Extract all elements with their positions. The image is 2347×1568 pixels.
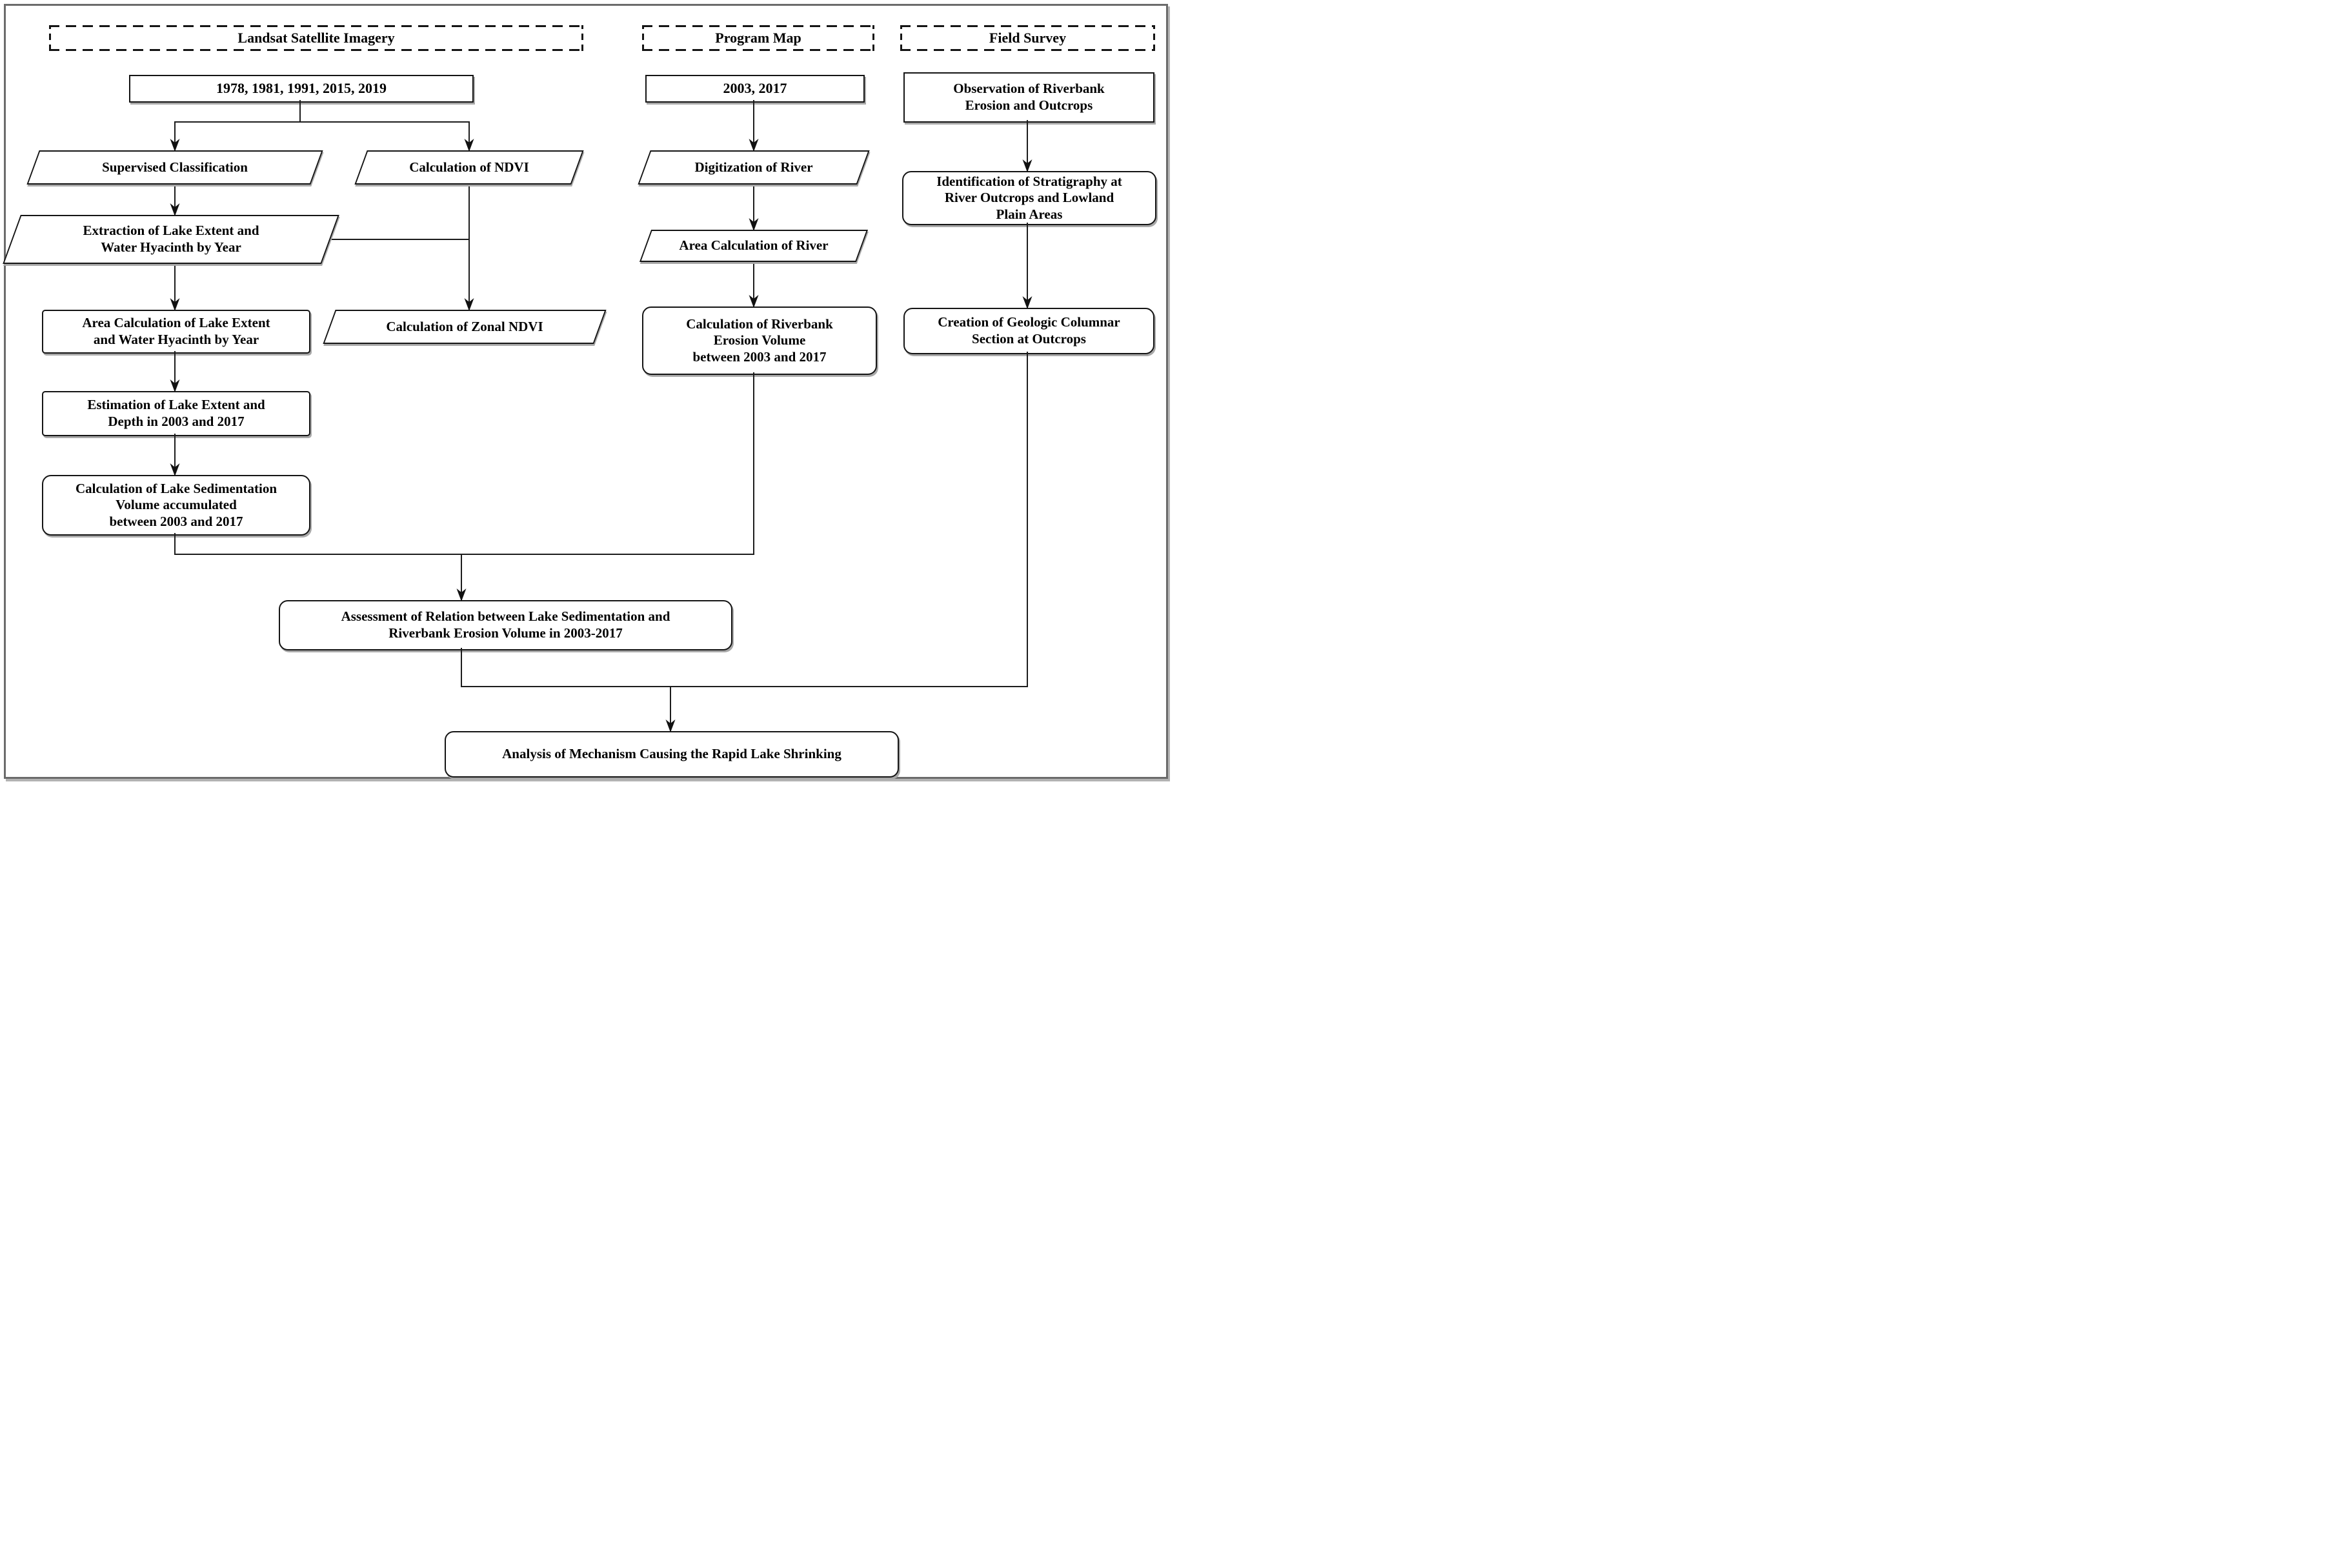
connector-years-branch (174, 121, 469, 123)
group-header-program-map: Program Map (642, 25, 874, 51)
node-label: 2003, 2017 (723, 80, 787, 97)
node-label: Extraction of Lake Extent and Water Hyac… (83, 223, 259, 255)
arrowhead-icon (170, 203, 180, 216)
connector-riverbank-down (753, 372, 754, 554)
arrowhead-icon (665, 719, 676, 732)
node-label: Area Calculation of River (679, 237, 829, 254)
arrow-into-ndvi (464, 121, 474, 152)
node-label: Observation of Riverbank Erosion and Out… (953, 81, 1105, 113)
arrowhead-icon (170, 463, 180, 476)
arrow-extraction-to-area-calculation (170, 264, 180, 311)
node-digitization-of-river: Digitization of River (638, 150, 870, 185)
node-extraction-lake-extent: Extraction of Lake Extent and Water Hyac… (3, 215, 339, 264)
node-analysis-mechanism: Analysis of Mechanism Causing the Rapid … (445, 731, 899, 778)
node-assessment-relation: Assessment of Relation between Lake Sedi… (279, 600, 732, 650)
arrowhead-icon (456, 588, 467, 601)
arrow-supervised-to-extraction (170, 185, 180, 216)
arrowhead-icon (170, 298, 180, 311)
connector-assessment-down (461, 648, 462, 687)
node-label: 1978, 1981, 1991, 2015, 2019 (216, 80, 387, 97)
header-label: Landsat Satellite Imagery (237, 30, 395, 46)
arrow-ndvi-to-zonal-ndvi (464, 185, 474, 311)
flowchart-canvas: Landsat Satellite Imagery Program Map Fi… (0, 0, 1173, 784)
node-landsat-years: 1978, 1981, 1991, 2015, 2019 (129, 75, 474, 103)
connector-creation-down (1027, 352, 1028, 687)
node-riverbank-erosion-volume: Calculation of Riverbank Erosion Volume … (642, 307, 877, 375)
node-calculation-of-ndvi: Calculation of NDVI (354, 150, 584, 185)
arrow-area-river-to-riverbank (749, 262, 759, 308)
node-lake-sedimentation-volume: Calculation of Lake Sedimentation Volume… (42, 475, 310, 536)
node-area-calculation-lake: Area Calculation of Lake Extent and Wate… (42, 310, 310, 354)
node-label: Calculation of Zonal NDVI (386, 318, 543, 334)
node-area-calculation-of-river: Area Calculation of River (639, 230, 869, 262)
node-calculation-zonal-ndvi: Calculation of Zonal NDVI (323, 310, 607, 344)
node-label: Analysis of Mechanism Causing the Rapid … (502, 746, 841, 762)
node-identification-stratigraphy: Identification of Stratigraphy at River … (902, 171, 1156, 225)
arrow-into-analysis (665, 687, 676, 732)
header-label: Field Survey (989, 30, 1067, 46)
group-header-field-survey: Field Survey (900, 25, 1155, 51)
arrow-into-assessment (456, 555, 467, 601)
node-label: Calculation of Riverbank Erosion Volume … (686, 316, 833, 365)
arrowhead-icon (749, 218, 759, 231)
node-label: Area Calculation of Lake Extent and Wate… (82, 315, 270, 347)
node-label: Estimation of Lake Extent and Depth in 2… (87, 397, 265, 429)
node-label: Assessment of Relation between Lake Sedi… (341, 608, 670, 641)
node-label: Calculation of Lake Sedimentation Volume… (75, 480, 277, 529)
arrow-digitization-to-area-river (749, 185, 759, 231)
arrowhead-icon (464, 298, 474, 311)
node-estimation-lake-extent-depth: Estimation of Lake Extent and Depth in 2… (42, 391, 310, 436)
arrowhead-icon (749, 139, 759, 152)
connector-extraction-to-ndvi-line (330, 239, 469, 240)
arrow-identification-to-creation (1022, 223, 1032, 309)
node-label: Digitization of River (694, 159, 813, 175)
node-supervised-classification: Supervised Classification (26, 150, 323, 185)
node-label: Supervised Classification (102, 159, 248, 175)
arrow-into-supervised (170, 121, 180, 152)
node-observation-riverbank-erosion: Observation of Riverbank Erosion and Out… (903, 72, 1154, 123)
connector-sedimentation-down (174, 533, 176, 554)
node-label: Calculation of NDVI (409, 159, 529, 175)
arrowhead-icon (170, 139, 180, 152)
arrow-observation-to-identification (1022, 120, 1032, 172)
node-label: Identification of Stratigraphy at River … (936, 173, 1122, 222)
connector-merge-sedimentation-riverbank (174, 554, 754, 555)
group-header-landsat-satellite-imagery: Landsat Satellite Imagery (49, 25, 583, 51)
arrow-area-to-estimation (170, 351, 180, 392)
header-label: Program Map (715, 30, 801, 46)
arrow-estimation-to-sedimentation (170, 434, 180, 476)
arrowhead-icon (170, 379, 180, 392)
arrow-years-to-digitization (749, 100, 759, 152)
arrowhead-icon (464, 139, 474, 152)
connector-years-split-stub (299, 100, 301, 121)
connector-merge-assessment-fieldsurvey (461, 686, 1028, 687)
arrowhead-icon (1022, 159, 1032, 172)
arrowhead-icon (1022, 296, 1032, 309)
node-program-map-years: 2003, 2017 (645, 75, 865, 103)
arrowhead-icon (749, 295, 759, 308)
node-label: Creation of Geologic Columnar Section at… (938, 314, 1120, 347)
node-creation-geologic-columnar-section: Creation of Geologic Columnar Section at… (903, 308, 1154, 354)
